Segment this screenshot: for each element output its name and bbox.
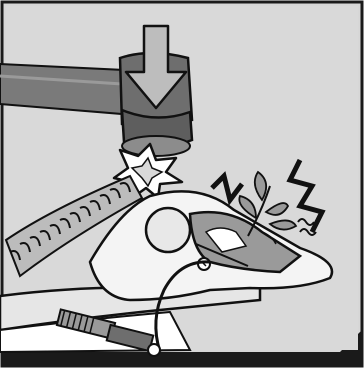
illustration-panel [0,0,364,368]
maintenance-illustration [0,0,364,368]
